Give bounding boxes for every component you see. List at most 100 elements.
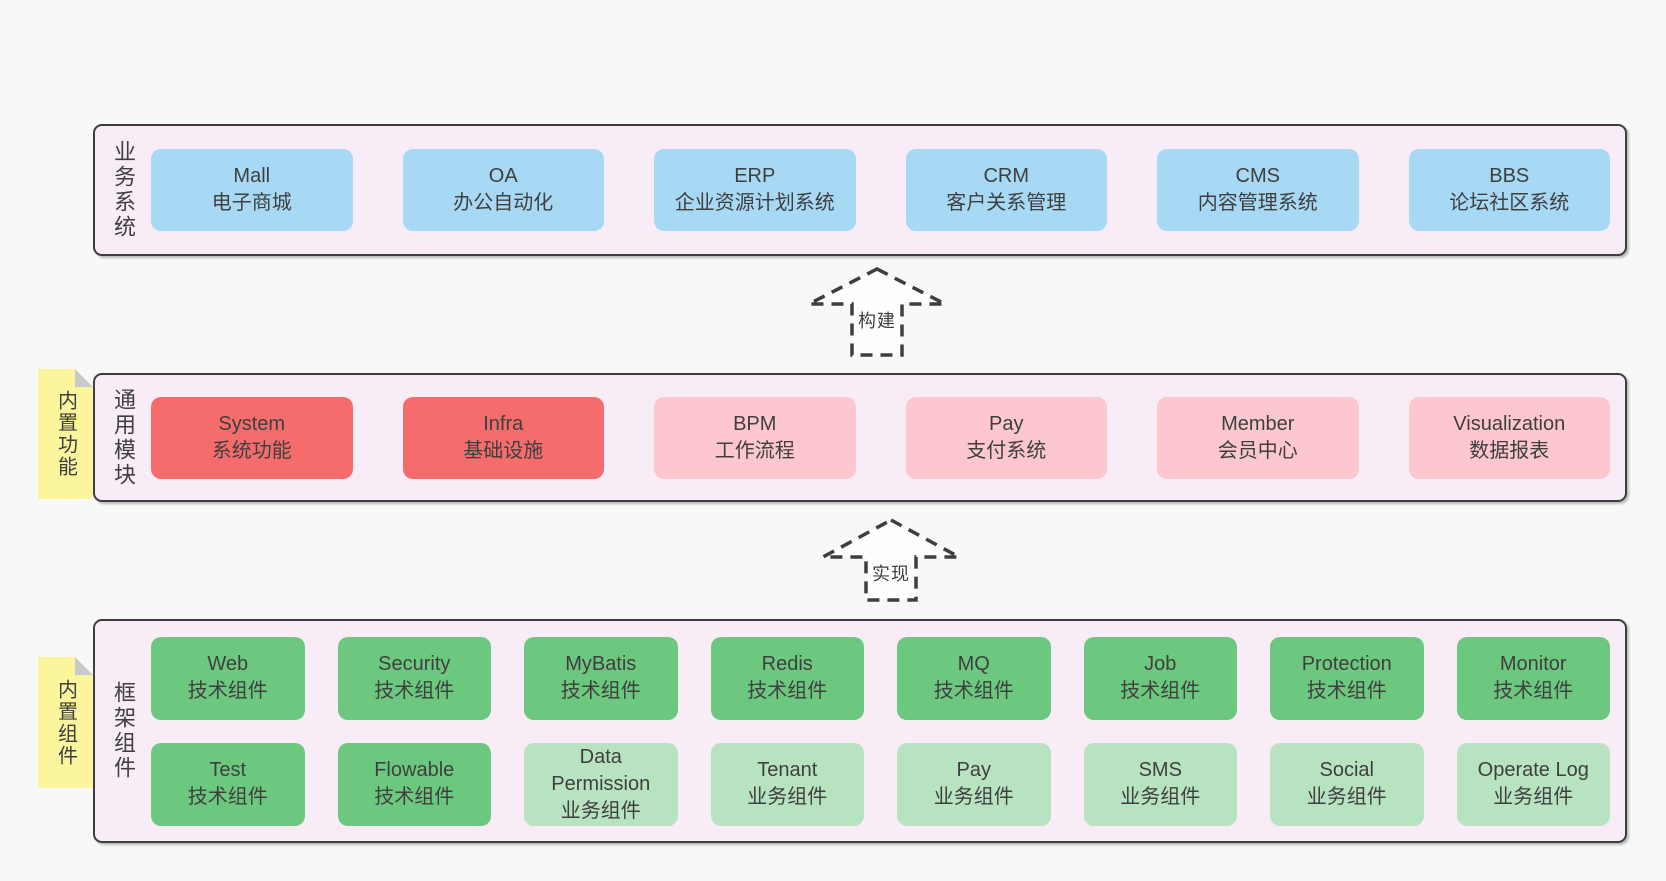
modules-layer-label-column: 通用模块 bbox=[95, 375, 151, 500]
box-system-desc: 系统功能 bbox=[211, 439, 292, 462]
box-bbs: BBS 论坛社区系统 bbox=[1408, 149, 1610, 231]
box-infra-name: Infra bbox=[483, 412, 524, 435]
box-mall-name: Mall bbox=[233, 165, 271, 187]
box-member-name: Member bbox=[1221, 412, 1295, 435]
box-security: Security 技术组件 bbox=[337, 636, 491, 720]
box-tenant-name: Tenant bbox=[757, 759, 818, 781]
build-arrow: 构建 bbox=[806, 266, 948, 358]
components-row-1: Web 技术组件 Security 技术组件 MyBatis 技术组件 Redi… bbox=[151, 636, 1610, 720]
box-pay-component: Pay 业务组件 bbox=[897, 742, 1051, 826]
box-crm-name: CRM bbox=[983, 165, 1030, 187]
box-system-name: System bbox=[218, 412, 286, 435]
modules-box-row: System 系统功能 Infra 基础设施 BPM 工作流程 Pay 支付系统… bbox=[151, 375, 1625, 500]
box-security-name: Security bbox=[378, 653, 451, 675]
box-system: System 系统功能 bbox=[151, 396, 353, 479]
modules-layer-label: 通用模块 bbox=[111, 387, 136, 488]
box-flowable: Flowable 技术组件 bbox=[337, 742, 491, 826]
box-pay-module-name: Pay bbox=[989, 412, 1024, 435]
sticky-note-builtin-functions: 内置功能 bbox=[38, 369, 93, 499]
sticky-note-builtin-components-label: 内置组件 bbox=[54, 678, 77, 767]
box-mybatis-name: MyBatis bbox=[565, 653, 637, 675]
box-data-permission-desc: 业务组件 bbox=[560, 799, 641, 822]
box-protection: Protection 技术组件 bbox=[1270, 636, 1424, 720]
box-flowable-desc: 技术组件 bbox=[374, 786, 455, 808]
build-arrow-label: 构建 bbox=[858, 311, 896, 331]
components-row-2: Test 技术组件 Flowable 技术组件 Data Permission … bbox=[151, 742, 1610, 826]
box-web-name: Web bbox=[207, 653, 249, 675]
box-social-name: Social bbox=[1319, 759, 1374, 781]
box-bpm-desc: 工作流程 bbox=[714, 439, 795, 462]
box-job-desc: 技术组件 bbox=[1120, 680, 1201, 702]
box-test: Test 技术组件 bbox=[151, 742, 305, 826]
components-layer-label: 框架组件 bbox=[111, 681, 136, 781]
box-redis: Redis 技术组件 bbox=[710, 636, 864, 720]
box-infra-desc: 基础设施 bbox=[463, 439, 544, 462]
box-mybatis-desc: 技术组件 bbox=[560, 680, 641, 702]
box-protection-desc: 技术组件 bbox=[1306, 680, 1387, 702]
box-cms-name: CMS bbox=[1235, 165, 1280, 187]
box-monitor: Monitor 技术组件 bbox=[1456, 636, 1610, 720]
box-erp-name: ERP bbox=[734, 165, 776, 187]
box-social: Social 业务组件 bbox=[1270, 742, 1424, 826]
box-test-name: Test bbox=[209, 759, 247, 781]
box-pay-component-name: Pay bbox=[956, 759, 991, 781]
box-data-permission: Data Permission 业务组件 bbox=[524, 742, 678, 826]
box-web: Web 技术组件 bbox=[151, 636, 305, 720]
box-cms-desc: 内容管理系统 bbox=[1197, 192, 1318, 214]
box-mybatis: MyBatis 技术组件 bbox=[524, 636, 678, 720]
box-test-desc: 技术组件 bbox=[187, 786, 268, 808]
box-oa-name: OA bbox=[488, 165, 518, 187]
box-bpm: BPM 工作流程 bbox=[654, 396, 856, 479]
box-mq: MQ 技术组件 bbox=[897, 636, 1051, 720]
box-pay-module: Pay 支付系统 bbox=[905, 396, 1107, 479]
box-visualization: Visualization 数据报表 bbox=[1408, 396, 1610, 479]
business-layer-label-column: 业务系统 bbox=[95, 126, 151, 254]
up-arrow-icon bbox=[822, 518, 960, 602]
box-sms-name: SMS bbox=[1138, 759, 1182, 781]
business-box-row: Mall 电子商城 OA 办公自动化 ERP 企业资源计划系统 CRM 客户关系… bbox=[151, 126, 1625, 254]
implement-arrow: 实现 bbox=[820, 517, 962, 603]
components-layer-label-column: 框架组件 bbox=[95, 621, 151, 841]
box-erp: ERP 企业资源计划系统 bbox=[654, 149, 856, 231]
box-data-permission-name: Data Permission bbox=[551, 745, 651, 795]
box-oa: OA 办公自动化 bbox=[402, 149, 604, 231]
box-social-desc: 业务组件 bbox=[1306, 786, 1387, 808]
sticky-note-builtin-functions-label: 内置功能 bbox=[54, 390, 77, 478]
components-rows: Web 技术组件 Security 技术组件 MyBatis 技术组件 Redi… bbox=[151, 621, 1625, 841]
box-visualization-name: Visualization bbox=[1453, 412, 1566, 435]
box-protection-name: Protection bbox=[1301, 653, 1392, 675]
business-layer-label: 业务系统 bbox=[111, 140, 136, 240]
box-operate-log-name: Operate Log bbox=[1477, 759, 1589, 781]
box-mall: Mall 电子商城 bbox=[151, 149, 353, 231]
box-operate-log: Operate Log 业务组件 bbox=[1456, 742, 1610, 826]
box-mall-desc: 电子商城 bbox=[211, 192, 292, 214]
box-operate-log-desc: 业务组件 bbox=[1493, 786, 1574, 808]
common-modules-panel: 通用模块 System 系统功能 Infra 基础设施 BPM 工作流程 Pay… bbox=[93, 373, 1627, 502]
box-crm-desc: 客户关系管理 bbox=[946, 192, 1067, 214]
box-flowable-name: Flowable bbox=[374, 759, 455, 781]
box-pay-component-desc: 业务组件 bbox=[933, 786, 1014, 808]
box-mq-desc: 技术组件 bbox=[933, 680, 1014, 702]
box-security-desc: 技术组件 bbox=[374, 680, 455, 702]
box-bbs-name: BBS bbox=[1489, 165, 1530, 187]
box-bbs-desc: 论坛社区系统 bbox=[1449, 192, 1570, 214]
box-member: Member 会员中心 bbox=[1157, 396, 1359, 479]
box-erp-desc: 企业资源计划系统 bbox=[674, 192, 835, 214]
business-systems-panel: 业务系统 Mall 电子商城 OA 办公自动化 ERP 企业资源计划系统 CRM… bbox=[93, 124, 1627, 256]
box-web-desc: 技术组件 bbox=[187, 680, 268, 702]
box-oa-desc: 办公自动化 bbox=[453, 192, 554, 214]
box-bpm-name: BPM bbox=[733, 412, 777, 435]
box-visualization-desc: 数据报表 bbox=[1469, 439, 1550, 462]
box-job: Job 技术组件 bbox=[1083, 636, 1237, 720]
box-sms: SMS 业务组件 bbox=[1083, 742, 1237, 826]
box-tenant: Tenant 业务组件 bbox=[710, 742, 864, 826]
box-pay-module-desc: 支付系统 bbox=[966, 439, 1047, 462]
box-cms: CMS 内容管理系统 bbox=[1157, 149, 1359, 231]
box-job-name: Job bbox=[1144, 653, 1177, 675]
box-monitor-name: Monitor bbox=[1499, 653, 1567, 675]
box-tenant-desc: 业务组件 bbox=[747, 786, 828, 808]
box-redis-name: Redis bbox=[761, 653, 813, 675]
box-member-desc: 会员中心 bbox=[1217, 439, 1298, 462]
up-arrow-icon bbox=[808, 267, 946, 357]
box-infra: Infra 基础设施 bbox=[402, 396, 604, 479]
